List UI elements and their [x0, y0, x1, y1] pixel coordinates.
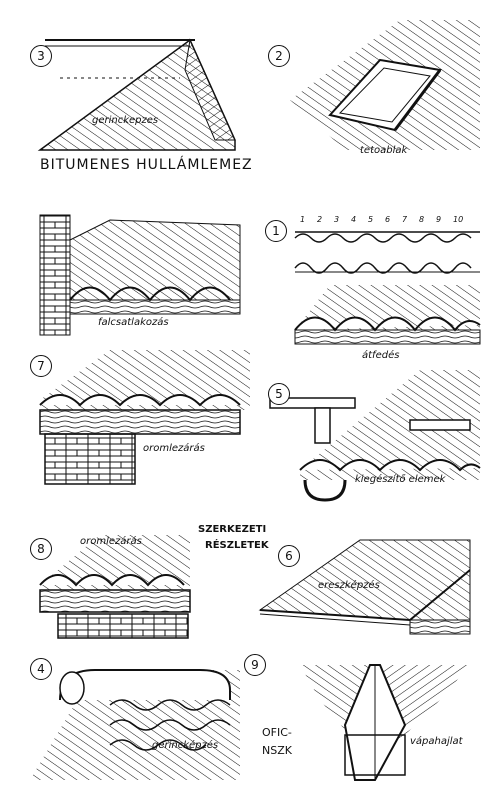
- overlap-row-number: 5: [368, 215, 374, 224]
- panel-number-5: 5: [268, 383, 290, 405]
- page-title: BITUMENES HULLÁMLEMEZ: [40, 157, 253, 173]
- panel-3-ridge-drawing: [37, 38, 236, 151]
- overlap-row-number: 3: [334, 215, 340, 224]
- panel-label-accessories: kiegészítő elemek: [355, 474, 446, 485]
- overlap-row-number: 6: [385, 215, 391, 224]
- panel-number-7: 7: [30, 355, 52, 377]
- panel-label-wall-joint: falcsatlakozás: [98, 317, 169, 328]
- panel-label-overlap: átfedés: [362, 350, 400, 361]
- overlap-row-number: 1: [300, 215, 306, 224]
- panel-5-accessories-drawing: [269, 370, 481, 502]
- subtitle-line-1: SZERKEZETI: [198, 524, 267, 535]
- panel-number-1: 1: [265, 220, 287, 242]
- overlap-row-number: 8: [419, 215, 425, 224]
- overlap-row-number: 2: [317, 215, 323, 224]
- panel-6-eaves-drawing: [258, 539, 471, 635]
- panel-2-roof-window-drawing: [290, 20, 480, 150]
- panel-4-ridge-cap-drawing: [30, 669, 240, 780]
- overlap-row-number: 7: [402, 215, 408, 224]
- credit-line-2: NSZK: [262, 744, 292, 757]
- panel-label-valley: vápahajlat: [410, 736, 463, 747]
- panel-label-eaves: ereszképzés: [318, 580, 380, 591]
- panel-9-valley-drawing: [300, 664, 470, 781]
- panel-number-8: 8: [30, 538, 52, 560]
- overlap-row-number: 9: [436, 215, 442, 224]
- panel-8-gable-closure-drawing: [39, 535, 191, 639]
- panel-number-3: 3: [30, 45, 52, 67]
- overlap-row-number: 4: [351, 215, 357, 224]
- overlap-row-number: 10: [453, 215, 464, 224]
- panel-label-ridge-top: gerinckepzes: [92, 115, 159, 126]
- panel-number-4: 4: [30, 658, 52, 680]
- panel-label-ridge-cap: gerincképzés: [152, 740, 219, 751]
- credit-line-1: OFIC-: [262, 726, 292, 739]
- panel-number-6: 6: [278, 545, 300, 567]
- panel-label-roof-window: tetoablak: [360, 145, 408, 156]
- panel-1-overlap-drawing: [294, 231, 481, 345]
- panel-number-9: 9: [244, 654, 266, 676]
- panel-label-gable: oromlezárás: [143, 443, 205, 454]
- panel-number-2: 2: [268, 45, 290, 67]
- panel-wall-joint-drawing: [39, 214, 241, 336]
- panel-7-gable-drawing: [39, 350, 250, 485]
- panel-label-gable-closure: oromlezárás: [80, 536, 142, 547]
- subtitle-line-2: RÉSZLETEK: [205, 540, 269, 551]
